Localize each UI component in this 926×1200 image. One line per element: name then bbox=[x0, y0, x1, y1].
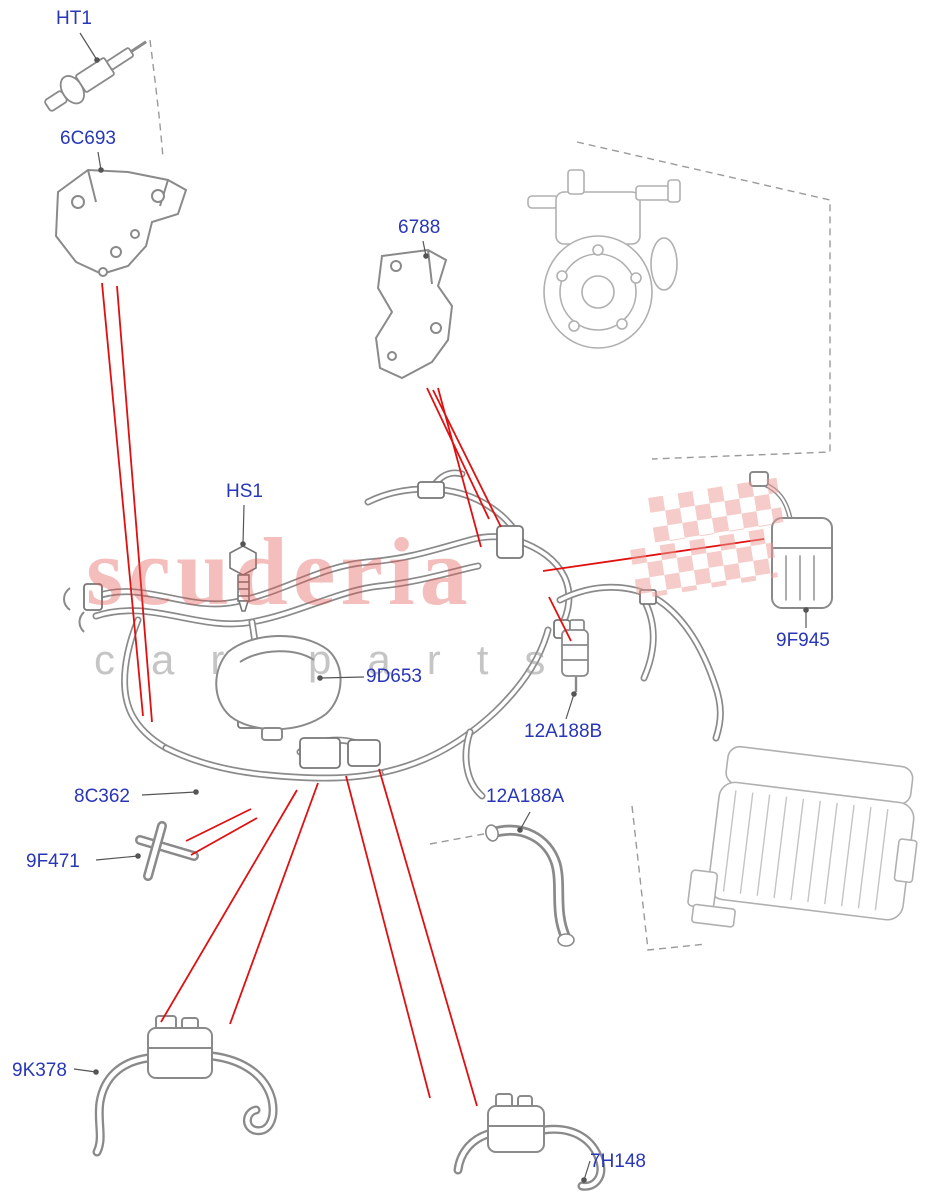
pump-cover-9D653-drawing bbox=[215, 634, 342, 741]
part-label-9k378: 9K378 bbox=[12, 1060, 67, 1081]
main-harness-drawing bbox=[92, 473, 720, 796]
part-label-12a188b: 12A188B bbox=[524, 721, 603, 742]
bolt-HS1-drawing bbox=[229, 545, 257, 612]
label-leader-lines bbox=[73, 32, 809, 1183]
part-label-8c362: 8C362 bbox=[74, 786, 130, 807]
part-label-7h148: 7H148 bbox=[590, 1151, 646, 1172]
t-connector-9F471-drawing bbox=[140, 826, 194, 876]
watermark-flag bbox=[630, 477, 784, 600]
valve-7H148-drawing bbox=[458, 1093, 601, 1186]
callout-lines-red bbox=[101, 282, 765, 1107]
vacuum-pump-drawing bbox=[527, 169, 681, 349]
part-label-6788: 6788 bbox=[398, 217, 441, 238]
harness-left-clips bbox=[63, 587, 85, 633]
part-label-9d653: 9D653 bbox=[366, 666, 422, 687]
part-label-hs1: HS1 bbox=[226, 481, 263, 502]
glow-plug-drawing bbox=[44, 40, 147, 112]
part-label-6c693: 6C693 bbox=[60, 128, 116, 149]
part-label-9f945: 9F945 bbox=[776, 630, 830, 651]
valve-9K378-drawing bbox=[97, 1015, 273, 1152]
part-label-12a188a: 12A188A bbox=[486, 786, 565, 807]
bracket-6C693-drawing bbox=[54, 168, 188, 277]
valve-12A188B-drawing bbox=[561, 619, 589, 692]
boundary-dashes bbox=[149, 39, 831, 951]
air-cleaner-drawing bbox=[687, 745, 918, 928]
part-label-ht1: HT1 bbox=[56, 8, 92, 29]
bracket-6788-drawing bbox=[374, 248, 454, 380]
hose-12A188A-drawing bbox=[485, 824, 575, 947]
part-label-9f471: 9F471 bbox=[26, 851, 80, 872]
